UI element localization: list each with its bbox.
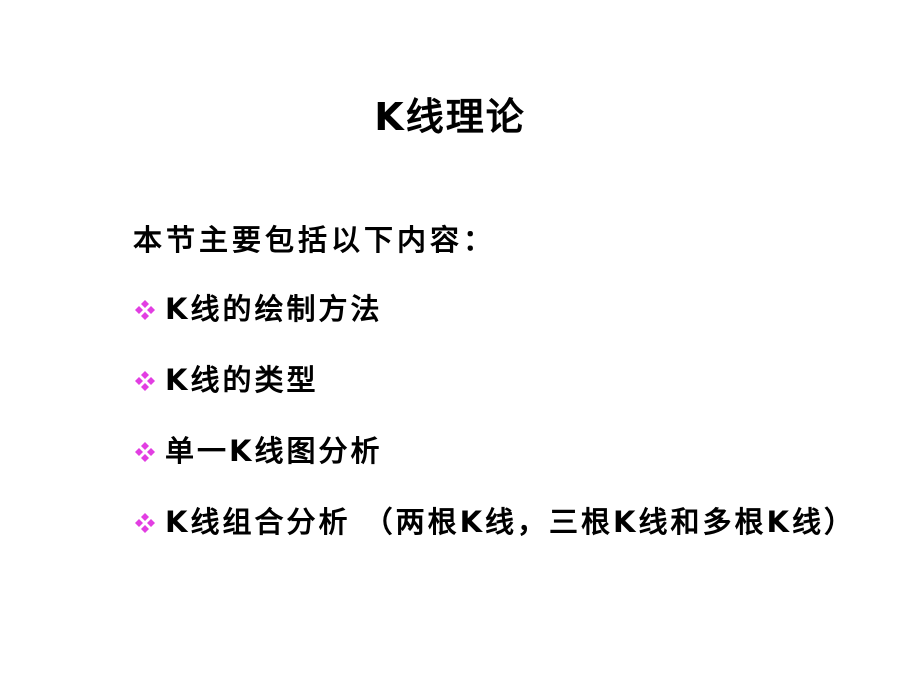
- intro-text: 本节主要包括以下内容：: [133, 223, 497, 257]
- content-list: K线的绘制方法 K线的类型: [133, 287, 873, 586]
- list-item-label: K线组合分析 （两根K线，三根K线和多根K线）: [165, 505, 856, 539]
- four-diamond-bullet-icon: [133, 287, 165, 331]
- list-item-label: K线的类型: [165, 363, 319, 397]
- list-item: K线的类型: [133, 358, 873, 402]
- slide-title: K线理论: [374, 95, 526, 139]
- list-item-label: 单一K线图分析: [165, 434, 383, 468]
- four-diamond-bullet-icon: [133, 429, 165, 473]
- list-item: 单一K线图分析: [133, 429, 873, 473]
- list-item-label: K线的绘制方法: [165, 292, 383, 326]
- four-diamond-bullet-icon: [133, 358, 165, 402]
- list-item: K线组合分析 （两根K线，三根K线和多根K线）: [133, 500, 873, 559]
- list-item: K线的绘制方法: [133, 287, 873, 331]
- four-diamond-bullet-icon: [133, 500, 165, 544]
